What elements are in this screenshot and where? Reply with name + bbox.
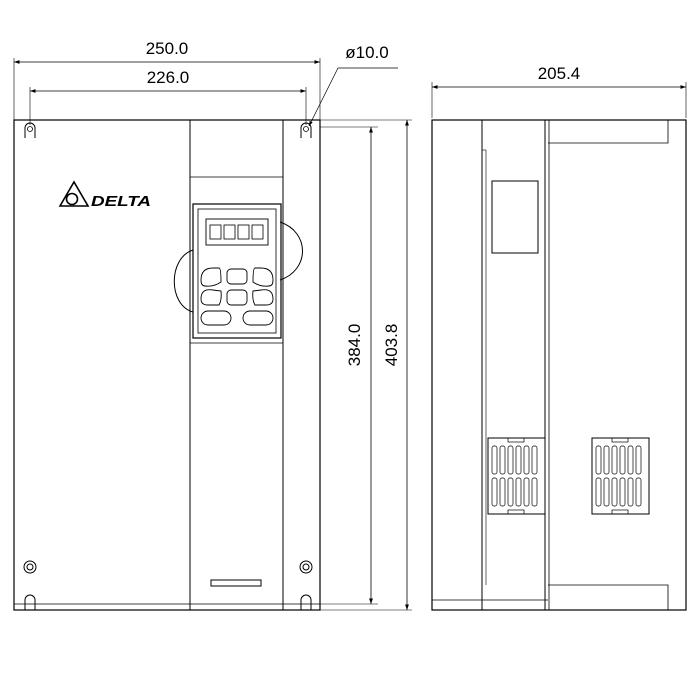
keypad-key xyxy=(200,310,232,326)
overall-width-label: 250.0 xyxy=(146,39,189,58)
overall-height-label: 403.8 xyxy=(382,324,401,367)
keypad-panel xyxy=(173,203,303,339)
keypad-key xyxy=(200,267,222,287)
mount-slot-icon xyxy=(24,122,36,138)
keypad-key xyxy=(242,310,274,326)
delta-triangle-icon xyxy=(58,180,90,207)
keypad-key xyxy=(252,267,274,287)
side-outline xyxy=(431,119,687,611)
mount-height-label: 384.0 xyxy=(345,324,364,367)
vent-grille-icon xyxy=(591,437,650,515)
delta-logo: DELTA xyxy=(58,180,151,210)
front-view: DELTA xyxy=(13,119,321,611)
vent-grille-icon xyxy=(487,437,546,515)
dimension-lines: 250.0 226.0 ø10.0 205.4 384.0 403.8 xyxy=(13,39,687,611)
brand-text: DELTA xyxy=(91,193,151,210)
side-keypad-bulge xyxy=(491,180,539,254)
screw-icon xyxy=(23,560,37,574)
mount-slot-icon xyxy=(24,594,36,610)
depth-label: 205.4 xyxy=(538,64,581,83)
mount-width-label: 226.0 xyxy=(147,68,190,87)
side-view xyxy=(431,119,687,611)
mount-slot-icon xyxy=(300,594,312,610)
hole-diameter-label: ø10.0 xyxy=(345,43,388,62)
front-vent-slot xyxy=(210,579,262,587)
keypad-key xyxy=(226,289,248,306)
keypad-key xyxy=(200,289,222,306)
screw-icon xyxy=(299,560,313,574)
front-outline xyxy=(13,119,321,611)
keypad-key xyxy=(226,268,248,285)
keypad-frame xyxy=(192,203,282,339)
keypad-key xyxy=(252,289,274,306)
keypad-display xyxy=(205,218,269,246)
